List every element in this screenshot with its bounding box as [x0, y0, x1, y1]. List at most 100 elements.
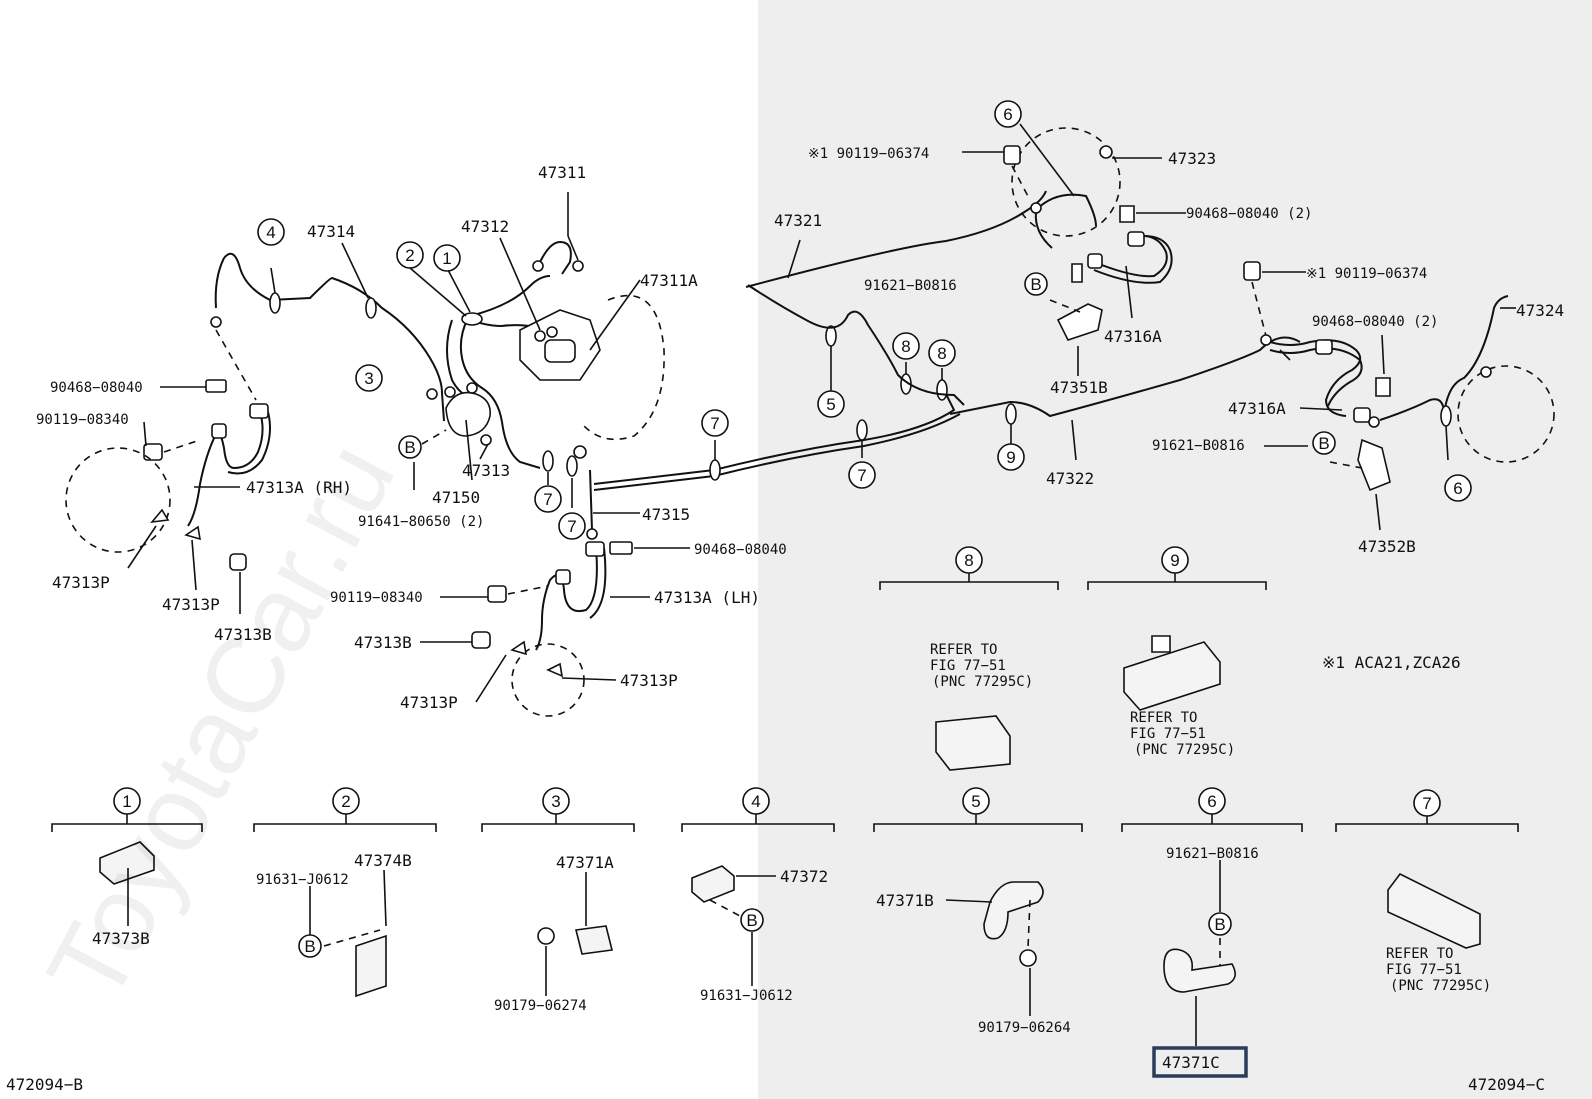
clip-47313P-b[interactable] — [184, 525, 201, 541]
clip-detail-8[interactable] — [935, 715, 1011, 771]
callout-8[interactable]: 8 — [955, 546, 983, 574]
detail-1-bracket — [51, 823, 203, 832]
callout-7[interactable]: 7 — [534, 485, 562, 513]
clip-detail-2[interactable] — [355, 934, 387, 998]
clip-9-marker[interactable] — [1005, 403, 1017, 425]
pipe-47321[interactable] — [593, 389, 956, 485]
callout-b[interactable]: B — [298, 934, 322, 958]
bolt-90119-08340[interactable] — [143, 443, 163, 461]
callout-7[interactable]: 7 — [848, 461, 876, 489]
hose-47313A-RH[interactable] — [187, 411, 264, 527]
refer9-line1: REFER TO — [1130, 710, 1197, 726]
callout-6[interactable]: 6 — [994, 100, 1022, 128]
callout-7[interactable]: 7 — [558, 512, 586, 540]
callout-1[interactable]: 1 — [113, 787, 141, 815]
hose-47316A[interactable] — [1093, 235, 1168, 278]
callout-6[interactable]: 6 — [1198, 787, 1226, 815]
hose-47316A-b[interactable] — [1269, 347, 1363, 407]
callout-6[interactable]: 6 — [1444, 474, 1472, 502]
proportioning-valve-47150[interactable] — [445, 391, 492, 437]
callout-b[interactable]: B — [1208, 912, 1232, 936]
callout-5[interactable]: 5 — [962, 787, 990, 815]
bracket-47352B[interactable] — [1357, 438, 1391, 492]
callout-2[interactable]: 2 — [396, 241, 424, 269]
clip-detail-9[interactable] — [1123, 641, 1221, 711]
bracket-47351B[interactable] — [1056, 303, 1103, 341]
callout-circle — [817, 390, 845, 418]
clip-2-marker[interactable] — [461, 312, 483, 326]
pipe-47315[interactable] — [589, 469, 593, 531]
clip-7-marker[interactable] — [542, 450, 554, 472]
clip-90468-08040-b[interactable] — [609, 541, 633, 555]
refer9-line2: FIG 77−51 — [1130, 726, 1206, 742]
callout-b[interactable]: B — [1312, 431, 1336, 455]
clip-90468-08040[interactable] — [205, 379, 227, 393]
clip-6-marker[interactable] — [1440, 405, 1452, 427]
clip-47313P[interactable] — [150, 508, 170, 524]
clip-5-marker[interactable] — [825, 325, 837, 347]
pipe-47314[interactable] — [223, 252, 445, 422]
callout-number: 8 — [964, 551, 973, 570]
bolt-90119-06374[interactable] — [1003, 145, 1021, 165]
label-47371C[interactable]: 47371C — [1162, 1053, 1220, 1072]
bolt-47313B-b[interactable] — [471, 631, 491, 649]
callout-number: 6 — [1453, 479, 1462, 498]
clip-3-marker[interactable] — [365, 297, 377, 319]
callout-4[interactable]: 4 — [257, 218, 285, 246]
callout-9[interactable]: 9 — [997, 443, 1025, 471]
callout-number: 6 — [1207, 792, 1216, 811]
label-47321: 47321 — [774, 211, 822, 230]
clip-90468-08040-c[interactable] — [1119, 205, 1135, 223]
label-47372: 47372 — [780, 867, 828, 886]
callout-number: 9 — [1170, 551, 1179, 570]
hose-47313A-LH[interactable] — [535, 547, 598, 651]
label-90179-06264: 90179−06264 — [978, 1020, 1071, 1036]
clip-detail-4[interactable] — [691, 865, 735, 903]
clip-7-marker[interactable] — [709, 459, 721, 481]
callout-9[interactable]: 9 — [1161, 546, 1189, 574]
clip-90468-08040-d[interactable] — [1375, 377, 1391, 397]
clip-detail-6[interactable] — [1163, 948, 1236, 993]
clip-detail-3[interactable] — [575, 925, 613, 955]
bleeder-47324[interactable] — [1480, 366, 1492, 378]
label-47324: 47324 — [1516, 301, 1564, 320]
callout-5[interactable]: 5 — [817, 390, 845, 418]
callout-circle — [955, 546, 983, 574]
callout-3[interactable]: 3 — [355, 364, 383, 392]
callout-b[interactable]: B — [740, 908, 764, 932]
label-90119-08340: 90119−08340 — [36, 412, 129, 428]
callout-number: 8 — [901, 337, 910, 356]
label-47313B: 47313B — [214, 625, 272, 644]
callout-7[interactable]: 7 — [701, 409, 729, 437]
callout-number: 9 — [1006, 448, 1015, 467]
label-47313A-RH: 47313A (RH) — [246, 478, 352, 497]
label-47371B: 47371B — [876, 891, 934, 910]
callout-b[interactable]: B — [398, 435, 422, 459]
clip-detail-1[interactable] — [99, 841, 155, 885]
callout-8[interactable]: 8 — [928, 339, 956, 367]
label-91631-J0612: 91631−J0612 — [256, 872, 349, 888]
clip-7-marker[interactable] — [566, 455, 578, 477]
clip-7-marker[interactable] — [856, 419, 868, 441]
clip-4-marker[interactable] — [269, 292, 281, 314]
pipe-47314-end — [214, 257, 225, 309]
label-47313: 47313 — [462, 461, 510, 480]
callout-circle — [1024, 272, 1048, 296]
wheel-outline-rr-upper — [1011, 127, 1121, 237]
clip-detail-5[interactable] — [983, 881, 1044, 940]
callout-2[interactable]: 2 — [332, 787, 360, 815]
callout-8[interactable]: 8 — [892, 332, 920, 360]
bleeder-47323[interactable] — [1099, 145, 1113, 159]
bolt-90119-06374-b[interactable] — [1243, 261, 1261, 281]
clip-8-marker[interactable] — [936, 379, 948, 401]
callout-7[interactable]: 7 — [1413, 789, 1441, 817]
callout-3[interactable]: 3 — [542, 787, 570, 815]
callout-b[interactable]: B — [1024, 272, 1048, 296]
bolt-90119-08340-b[interactable] — [487, 585, 507, 603]
clip-detail-7[interactable] — [1387, 872, 1481, 949]
highlight-box[interactable] — [1152, 1046, 1248, 1078]
bolt-47313B[interactable] — [229, 553, 247, 571]
callout-1[interactable]: 1 — [433, 244, 461, 272]
callout-4[interactable]: 4 — [742, 787, 770, 815]
pipe-47322[interactable] — [949, 336, 1301, 418]
